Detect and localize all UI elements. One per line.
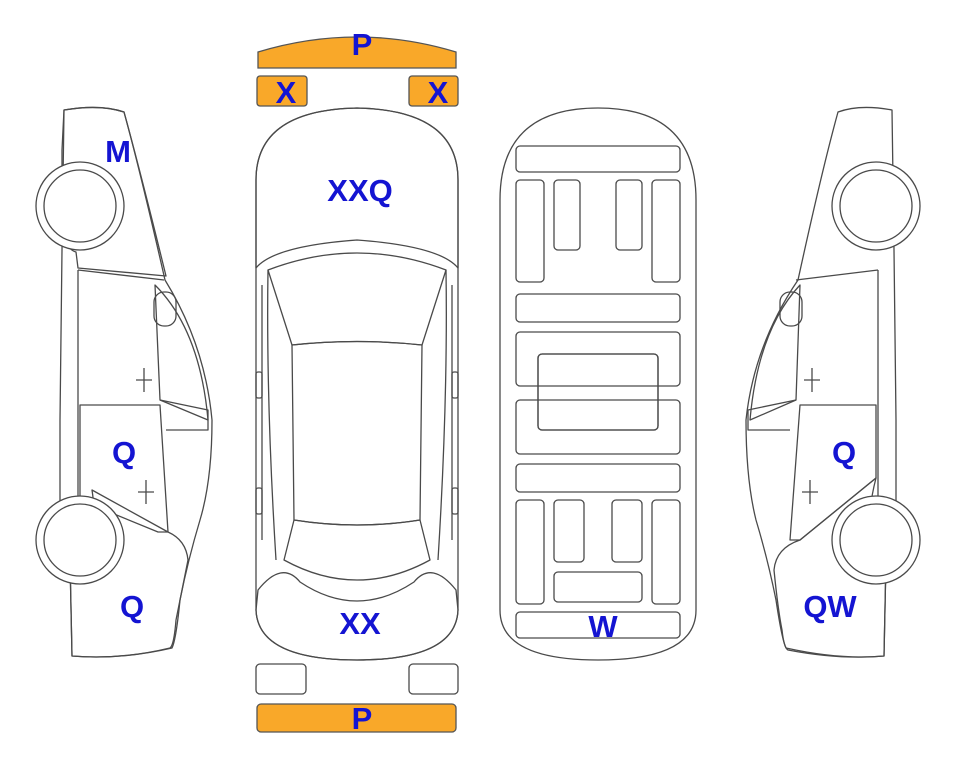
rear-bumper-panel[interactable]	[256, 703, 457, 733]
rear-bumper-label: P	[352, 701, 373, 736]
underbody-outline	[499, 107, 697, 661]
left-front-wheel	[35, 161, 125, 251]
left-rear-quarter-label: Q	[120, 589, 144, 624]
left-rear-wheel	[35, 495, 125, 585]
left-rear-door-label: Q	[112, 435, 136, 470]
right-front-wheel	[831, 161, 921, 251]
front-bumper-label: P	[352, 27, 373, 62]
car-underbody-view: W	[499, 107, 697, 661]
rear-window	[283, 519, 431, 581]
front-bumper-panel[interactable]	[257, 36, 457, 69]
left-front-fender-label: M	[105, 134, 131, 169]
right-rear-quarter-label: QW	[803, 589, 857, 624]
trunk-label: XX	[339, 606, 381, 641]
left-rear-door-panel[interactable]	[79, 404, 169, 533]
hood-panel[interactable]	[255, 107, 459, 269]
car-left-side-view: M Q Q	[35, 106, 213, 658]
right-side-outline	[745, 106, 897, 658]
left-headlight-panel[interactable]	[256, 75, 308, 107]
left-taillight	[255, 663, 307, 695]
right-headlight-panel[interactable]	[408, 75, 459, 107]
car-top-view: P X X XXQ XX P	[255, 27, 459, 736]
underbody-rear-label: W	[588, 609, 618, 644]
windshield	[267, 252, 447, 346]
right-rear-door-panel[interactable]	[789, 404, 877, 541]
roof	[291, 340, 423, 526]
hood-label: XXQ	[327, 173, 392, 208]
right-headlight-label: X	[428, 75, 449, 110]
trunk-panel[interactable]	[255, 572, 459, 661]
left-headlight-label: X	[276, 75, 297, 110]
right-taillight	[408, 663, 459, 695]
right-rear-door-label: Q	[832, 435, 856, 470]
underbody-rear-panel[interactable]	[515, 611, 681, 639]
right-rear-wheel	[831, 495, 921, 585]
car-right-side-view: Q QW	[745, 106, 921, 658]
